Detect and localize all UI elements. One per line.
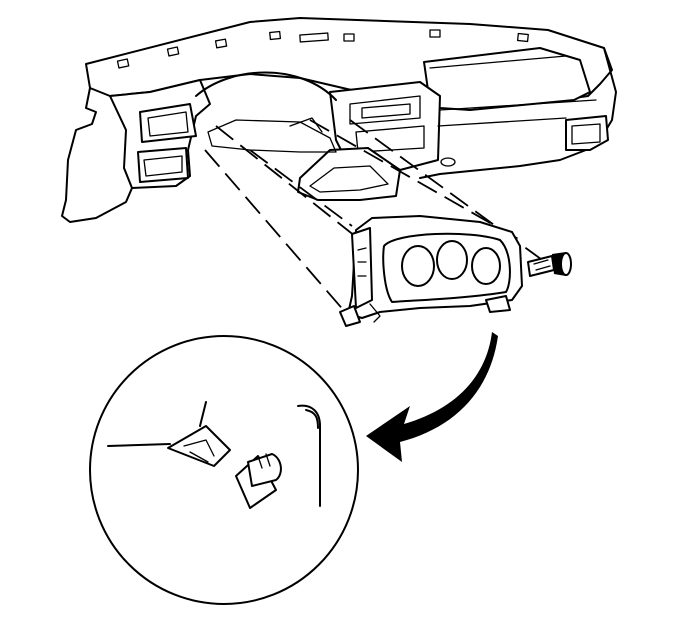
mounting-tab-right: [485, 295, 511, 313]
gauge-right: [471, 247, 501, 285]
cluster-cavity: [207, 119, 337, 153]
detail-triangle-bracket: [167, 425, 231, 467]
dash-front-edge: [61, 87, 133, 223]
mounting-screw: [527, 252, 572, 277]
cluster-shroud-arc: [195, 71, 337, 101]
detail-circle: [89, 335, 359, 605]
curved-arrow-icon: [366, 332, 498, 462]
cluster-side-bracket: [351, 227, 373, 309]
detail-callout: [89, 335, 359, 605]
gauge-center: [436, 240, 468, 280]
detail-tab: [247, 453, 282, 487]
instrument-cluster: [339, 215, 523, 327]
gauge-left: [401, 245, 435, 287]
left-air-vent-lower: [137, 147, 189, 183]
instrument-panel: [61, 17, 617, 223]
mounting-tab-left: [339, 305, 361, 327]
dash-knob: [440, 157, 456, 167]
dash-right-edge: [419, 47, 617, 179]
defrost-slots: [116, 29, 529, 69]
detail-rail: [297, 404, 321, 507]
